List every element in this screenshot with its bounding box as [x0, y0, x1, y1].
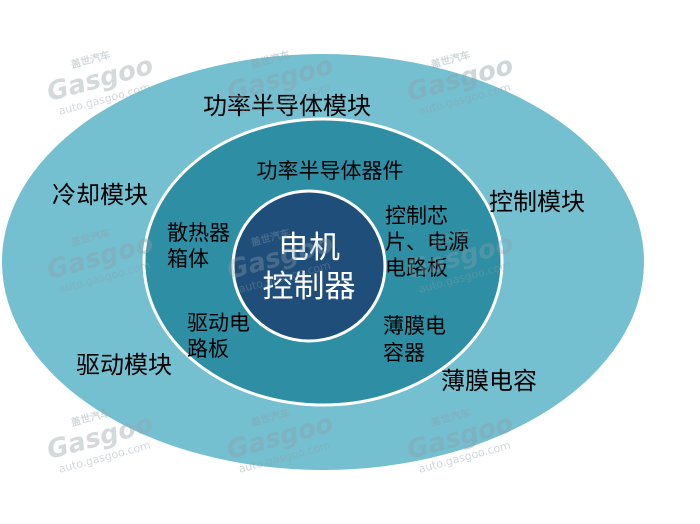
outer-label-right: 控制模块: [489, 188, 585, 216]
center-label: 电机 控制器: [263, 230, 356, 305]
outer-label-left: 冷却模块: [52, 181, 148, 209]
outer-ring-labels: 功率半导体模块 冷却模块 控制模块 驱动模块 薄膜电容: [52, 92, 585, 395]
middle-label-top: 功率半导体器件: [257, 159, 404, 183]
watermark-5: 盖世汽车 Gasgoo auto.gasgoo.com: [224, 226, 337, 296]
middle-label-right-1: 控制芯: [385, 204, 448, 228]
inner-circle: [231, 189, 387, 343]
middle-ring-labels: 功率半导体器件 散热器 箱体 控制芯 片、电源 电路板 驱动电 路板 薄膜电 容…: [167, 159, 469, 365]
middle-label-bottom-left-1: 驱动电: [187, 311, 250, 335]
middle-label-right-3: 电路板: [385, 256, 448, 280]
outer-label-bottom-right: 薄膜电容: [441, 367, 537, 395]
center-label-line-1: 电机: [278, 230, 340, 266]
middle-label-bottom-right-1: 薄膜电: [383, 314, 446, 338]
middle-label-bottom-right-2: 容器: [383, 341, 425, 365]
middle-label-left-2: 箱体: [167, 247, 209, 271]
center-label-line-2: 控制器: [263, 269, 356, 305]
middle-label-right-2: 片、电源: [385, 230, 469, 254]
outer-label-bottom-left: 驱动模块: [76, 351, 172, 379]
middle-label-left-1: 散热器: [167, 221, 230, 245]
middle-label-bottom-left-2: 路板: [187, 337, 229, 361]
outer-label-top: 功率半导体模块: [203, 92, 371, 120]
